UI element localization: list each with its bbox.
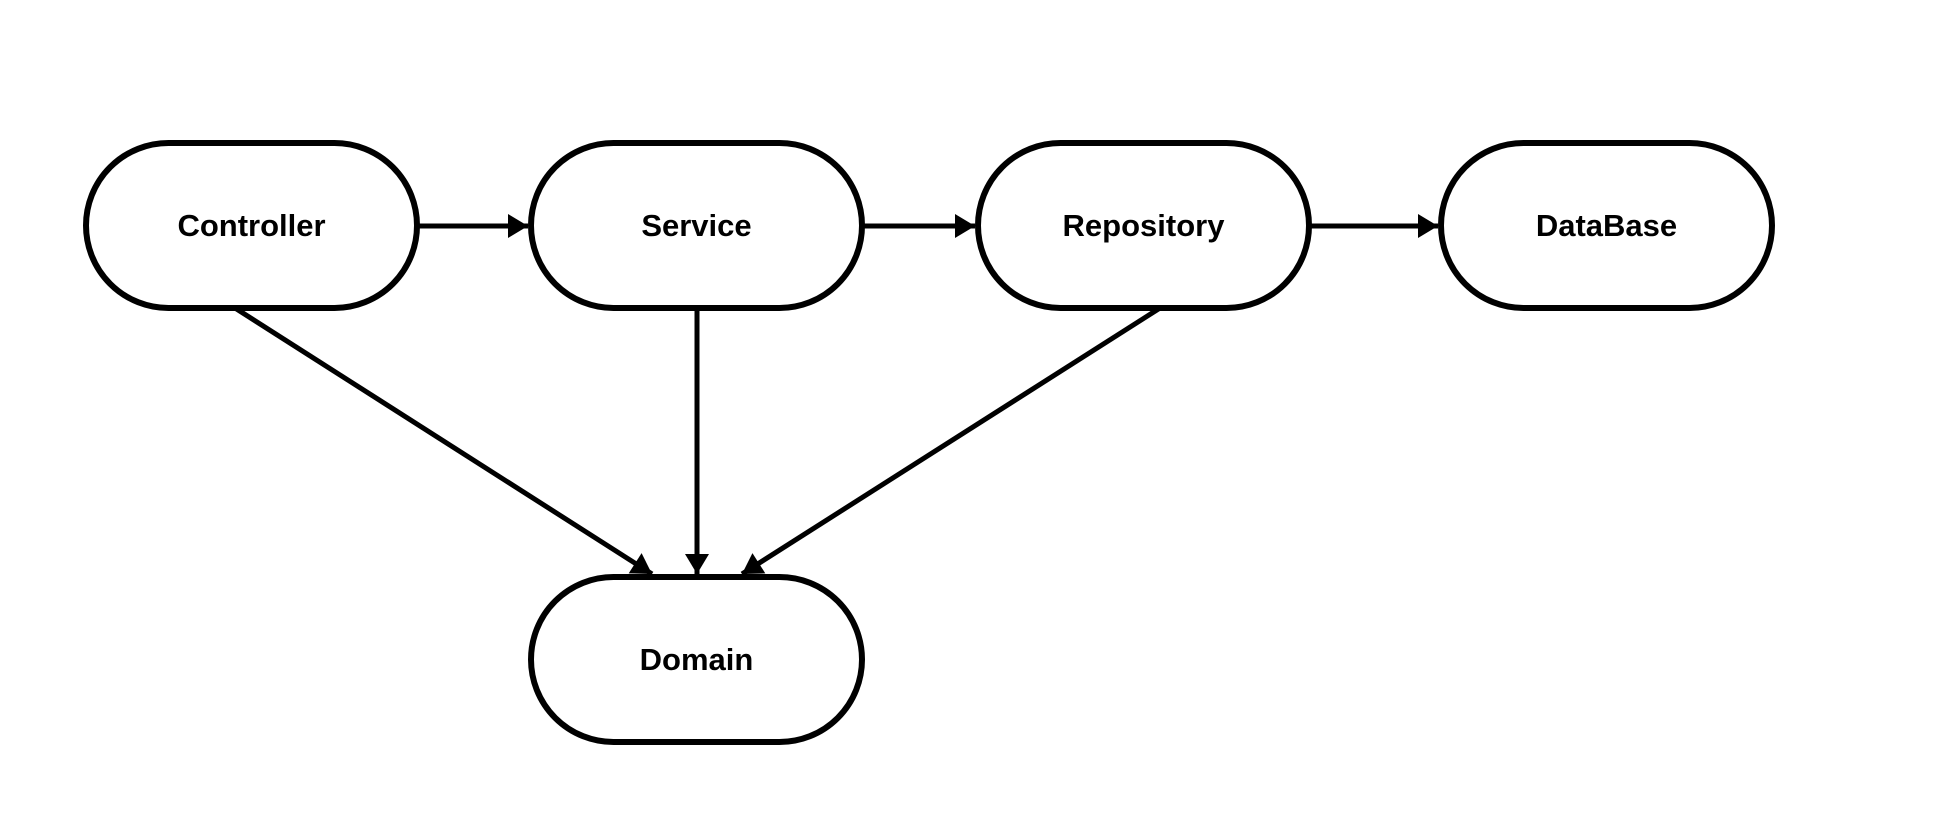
nodes-layer: Controller Service Repository DataBaseDomai… xyxy=(83,140,1775,745)
node-controller: Controller xyxy=(83,140,420,311)
edge-controller-to-domain xyxy=(233,305,654,577)
node-database: DataBase xyxy=(1438,140,1775,311)
node-domain-shape xyxy=(528,574,865,745)
node-controller-label: Controller xyxy=(177,208,325,243)
node-domain: Domain xyxy=(528,574,865,745)
edges-layer xyxy=(233,214,1438,577)
node-service-shape xyxy=(528,140,865,311)
node-service: Service xyxy=(528,140,865,311)
node-repository-label: Repository xyxy=(1063,208,1226,243)
node-database-label: DataBase xyxy=(1536,208,1677,243)
node-repository-shape xyxy=(975,140,1312,311)
node-service-label: Service xyxy=(641,208,751,243)
node-domain-label: Domain xyxy=(640,642,754,677)
edge-repository-to-domain xyxy=(740,305,1162,577)
node-controller-shape xyxy=(83,140,420,311)
node-repository: Repository xyxy=(975,140,1312,311)
node-database-shape xyxy=(1438,140,1775,311)
